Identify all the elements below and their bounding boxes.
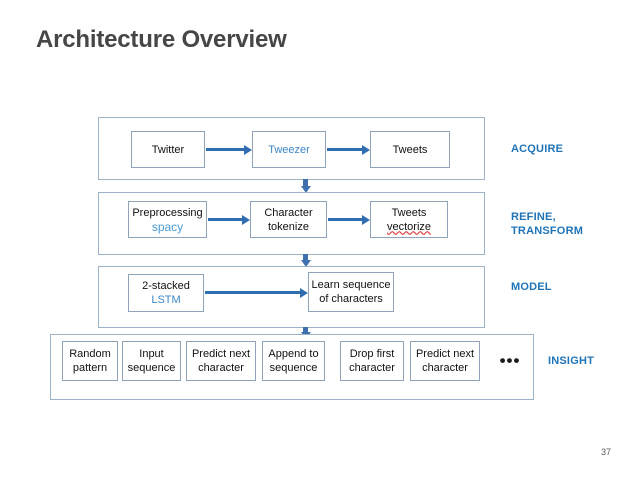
arrow-tweezer-to-tweets xyxy=(327,148,362,151)
node-random-pattern[interactable]: Random pattern xyxy=(62,341,118,381)
page-title: Architecture Overview xyxy=(36,26,287,53)
stage-label-model: MODEL xyxy=(511,281,552,293)
arrow-model-to-insight xyxy=(303,327,308,332)
arrow-lstm-to-learn-sequence xyxy=(205,291,300,294)
node-character-tokenize[interactable]: Character tokenize xyxy=(250,201,327,238)
node-learn-sequence[interactable]: Learn sequence of characters xyxy=(308,272,394,312)
node-predict-next-character-2[interactable]: Predict next character xyxy=(410,341,480,381)
node-input-sequence-line2: sequence xyxy=(127,362,176,374)
node-twitter-line1: Twitter xyxy=(151,143,185,156)
node-tweets-vectorize[interactable]: Tweets vectorize xyxy=(370,201,448,238)
node-tweets[interactable]: Tweets xyxy=(370,131,450,168)
arrow-refine-to-model xyxy=(303,254,308,260)
node-predict-next-character-2-line2: character xyxy=(422,362,468,374)
node-input-sequence[interactable]: Input sequence xyxy=(122,341,181,381)
stage-label-refine-transform: REFINE, TRANSFORM xyxy=(511,211,584,237)
node-tweets-line1: Tweets xyxy=(392,143,428,156)
node-learn-sequence-line1: Learn sequence xyxy=(311,279,391,291)
node-tweezer[interactable]: Tweezer xyxy=(252,131,326,168)
node-predict-next-character-1-line1: Predict next xyxy=(191,348,251,360)
node-append-to-sequence[interactable]: Append to sequence xyxy=(262,341,325,381)
node-preprocessing-line2: spacy xyxy=(151,219,184,234)
arrow-acquire-to-refine xyxy=(303,179,308,186)
arrow-tokenize-to-vectorize xyxy=(328,218,362,221)
node-twitter[interactable]: Twitter xyxy=(131,131,205,168)
stage-label-insight: INSIGHT xyxy=(548,355,595,367)
node-drop-first-character-line2: character xyxy=(349,362,395,374)
node-append-to-sequence-line1: Append to xyxy=(268,348,319,360)
node-tweets-vectorize-line1: Tweets xyxy=(391,206,427,219)
node-two-stacked-lstm-line1: 2-stacked xyxy=(142,280,190,292)
node-two-stacked-lstm[interactable]: 2-stacked LSTM xyxy=(128,274,204,312)
ellipsis-icon: ••• xyxy=(499,351,521,370)
node-input-sequence-line1: Input xyxy=(139,348,164,360)
node-tweezer-line1: Tweezer xyxy=(268,143,310,156)
node-drop-first-character-line1: Drop first xyxy=(349,348,395,360)
node-preprocessing[interactable]: Preprocessing spacy xyxy=(128,201,207,238)
node-append-to-sequence-line2: sequence xyxy=(269,362,318,374)
node-learn-sequence-line2: of characters xyxy=(319,293,383,305)
node-tweets-vectorize-line2: vectorize xyxy=(386,220,432,233)
node-random-pattern-line2: pattern xyxy=(72,362,108,374)
arrow-twitter-to-tweezer xyxy=(206,148,244,151)
node-preprocessing-line1: Preprocessing xyxy=(132,206,203,219)
node-drop-first-character[interactable]: Drop first character xyxy=(340,341,404,381)
node-two-stacked-lstm-line2: LSTM xyxy=(151,294,181,306)
stage-label-acquire: ACQUIRE xyxy=(511,143,564,155)
node-predict-next-character-1[interactable]: Predict next character xyxy=(186,341,256,381)
page-number: 37 xyxy=(600,447,611,457)
node-random-pattern-line1: Random xyxy=(69,348,111,360)
node-predict-next-character-1-line2: character xyxy=(198,362,244,374)
arrow-preprocessing-to-tokenize xyxy=(208,218,242,221)
node-character-tokenize-line2: tokenize xyxy=(268,220,309,233)
node-predict-next-character-2-line1: Predict next xyxy=(415,348,475,360)
node-character-tokenize-line1: Character xyxy=(264,206,313,219)
